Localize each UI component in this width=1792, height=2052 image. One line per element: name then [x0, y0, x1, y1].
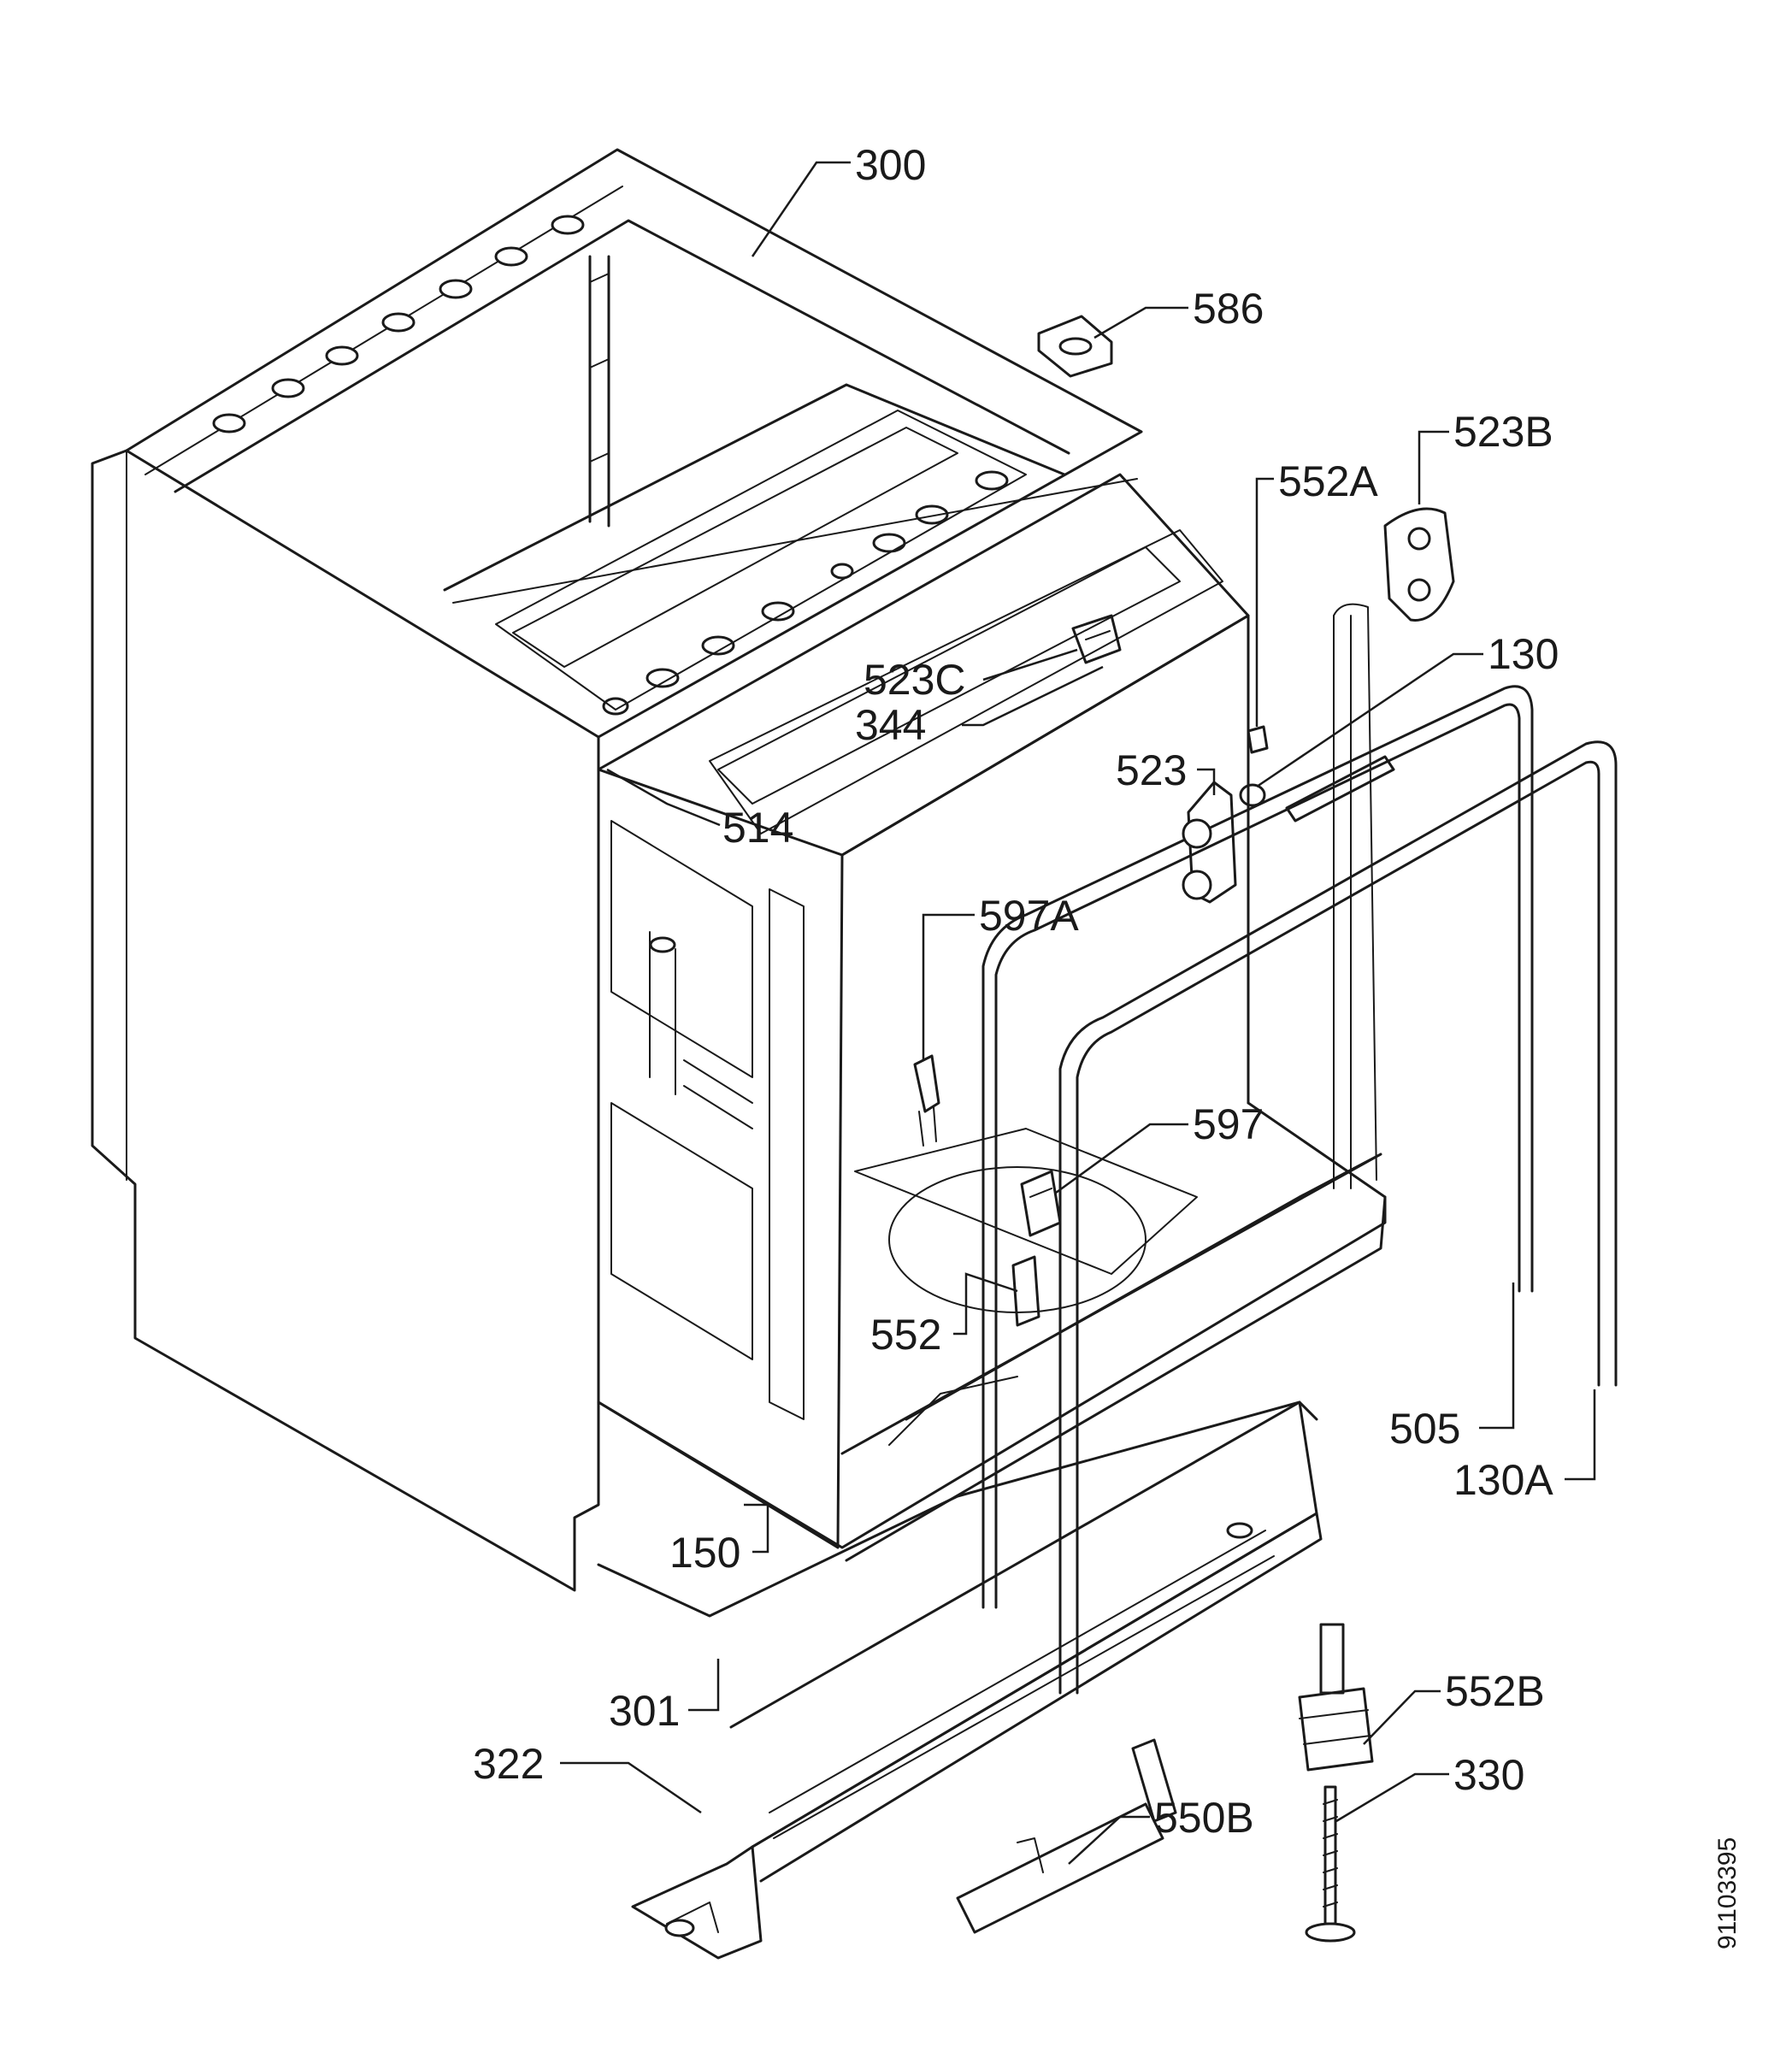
- bolt-552A-part: [1247, 725, 1269, 754]
- callout-597A: 597A: [979, 892, 1079, 940]
- latch-597-part: [1020, 1170, 1062, 1237]
- callout-130A: 130A: [1453, 1456, 1553, 1504]
- callout-514: 514: [722, 804, 793, 852]
- callout-597: 597: [1193, 1100, 1264, 1148]
- base-frame-part: [597, 1400, 1323, 1960]
- callout-150: 150: [669, 1529, 740, 1577]
- hinge-plate-523B-part: [1383, 507, 1455, 622]
- bracket-550B-part: [956, 1738, 1177, 1934]
- rail-552-part: [1011, 1255, 1040, 1327]
- callout-586: 586: [1193, 285, 1264, 333]
- callout-523B: 523B: [1453, 408, 1553, 456]
- callout-322: 322: [473, 1740, 544, 1788]
- door-seal-part: [981, 603, 1618, 1695]
- callout-552A: 552A: [1278, 457, 1378, 505]
- leader-lines: [560, 161, 1596, 1865]
- drawing-code: 91103395: [1713, 1837, 1742, 1949]
- spring-597A-part: [913, 1054, 940, 1147]
- callout-550B: 550B: [1154, 1794, 1254, 1842]
- callout-labels: 300 586 523B 552A 130 523C 344 523 514 5…: [473, 141, 1559, 1842]
- tub-part: [443, 383, 1387, 1562]
- hinge-523-part: [1182, 781, 1237, 904]
- bracket-523C-part: [1071, 614, 1122, 664]
- frame-holes: [212, 215, 1009, 716]
- callout-552B: 552B: [1445, 1667, 1545, 1715]
- callout-300: 300: [855, 141, 926, 189]
- callout-523: 523: [1116, 746, 1187, 794]
- foot-552B-part: [1298, 1623, 1374, 1772]
- callout-130: 130: [1488, 630, 1559, 678]
- callout-523C: 523C: [864, 656, 966, 704]
- clip-586-part: [1037, 315, 1113, 378]
- callout-552: 552: [870, 1311, 941, 1359]
- callout-301: 301: [609, 1687, 680, 1735]
- callout-330: 330: [1453, 1751, 1524, 1799]
- cabinet-frame-part: [91, 148, 1143, 1592]
- callout-344: 344: [855, 701, 926, 749]
- ring-130-part: [1239, 783, 1266, 807]
- callout-505: 505: [1389, 1405, 1460, 1453]
- screw-330-part: [1305, 1785, 1356, 1943]
